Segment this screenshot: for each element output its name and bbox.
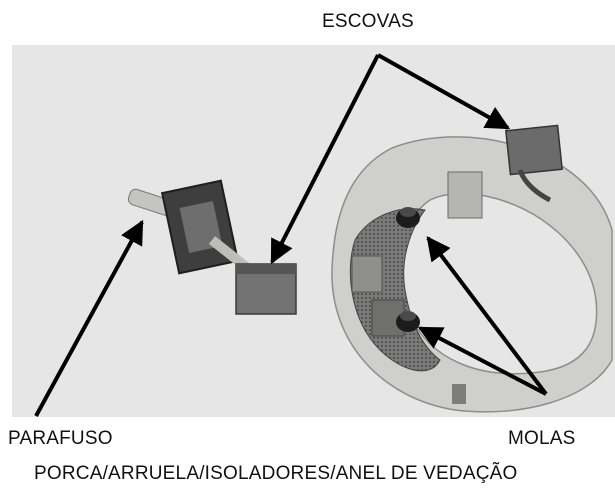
- spring-lower: [396, 311, 420, 332]
- arrow-spring-lower: [417, 326, 547, 396]
- arrow-spring-upper: [426, 236, 548, 396]
- screw-assembly: [127, 179, 297, 315]
- arrow-brushes-right: [377, 53, 511, 130]
- arrow-brushes-left: [270, 54, 380, 265]
- photo-background: [12, 45, 615, 417]
- spring-upper: [396, 207, 420, 228]
- label-nut-washer-insulators: PORCA/ARRUELA/ISOLADORES/ANEL DE VEDAÇÃO: [34, 463, 518, 484]
- label-brushes: ESCOVAS: [322, 11, 414, 32]
- brush-right: [505, 124, 563, 203]
- label-screw: PARAFUSO: [8, 428, 113, 449]
- label-springs: MOLAS: [508, 428, 576, 449]
- arrows: [34, 53, 548, 417]
- arrow-screw: [34, 219, 144, 417]
- brush-holder-plate: [331, 136, 613, 413]
